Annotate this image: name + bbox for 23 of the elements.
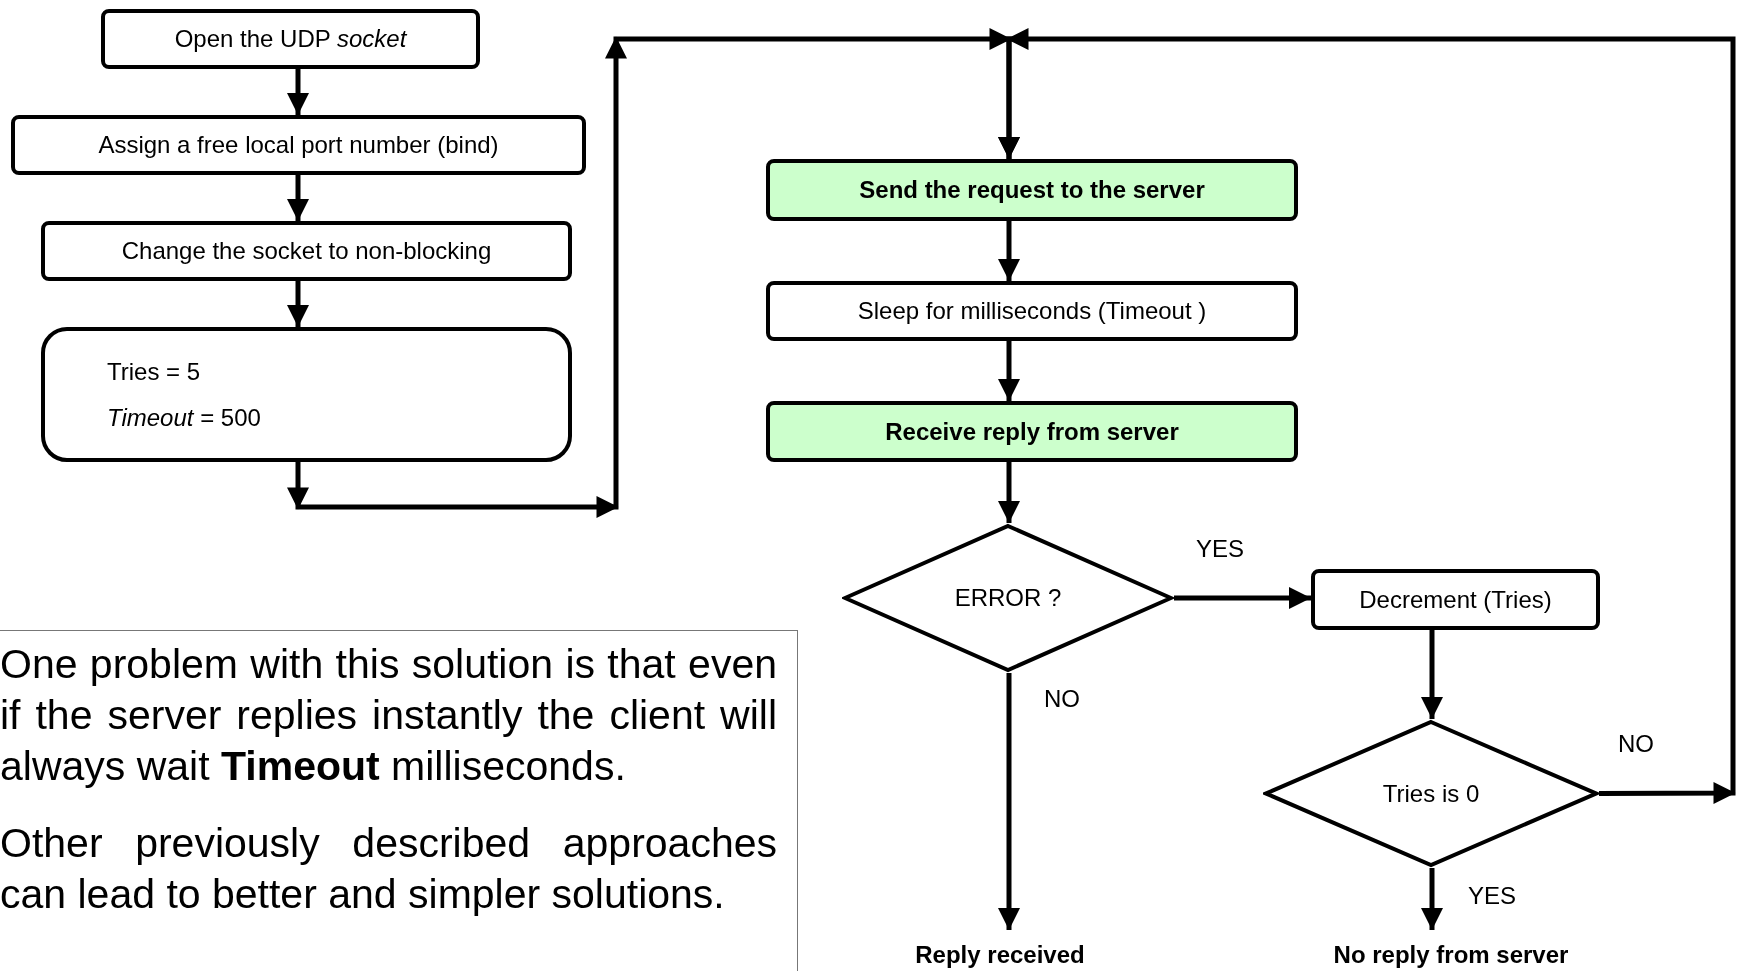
process-box [1311,569,1600,630]
step-text: Receive reply from server [885,417,1179,446]
step-text: Open the UDP socket [174,25,407,53]
step-text: Assign a free local port number (bind) [98,131,499,159]
step-text: ERROR ? [954,584,1062,612]
process-box [766,401,1298,462]
end-label: No reply from server [1333,941,1569,969]
process-box [41,221,572,281]
process-box [766,159,1298,221]
process-box [11,115,586,175]
paragraph: Other previously described approaches can lead to better and simpler solutions. [0,819,777,919]
variables-box [41,327,572,462]
step-text: Sleep for milliseconds (Timeout ) [857,297,1207,325]
step-text: Tries = 5 [107,357,201,386]
paragraph: One problem with this solution is that even if the server replies instantly the client will always wait Timeout milliseconds. [0,640,777,791]
step-text: Change the socket to non-blocking [121,237,492,265]
step-text: Decrement (Tries) [1359,585,1552,614]
step-text: Send the request to the server [859,176,1205,204]
process-box [101,9,480,69]
end-label: Reply received [915,941,1085,969]
step-text: Timeout = 500 [107,403,261,432]
step-text: Tries is 0 [1382,779,1480,808]
process-box [766,281,1298,341]
